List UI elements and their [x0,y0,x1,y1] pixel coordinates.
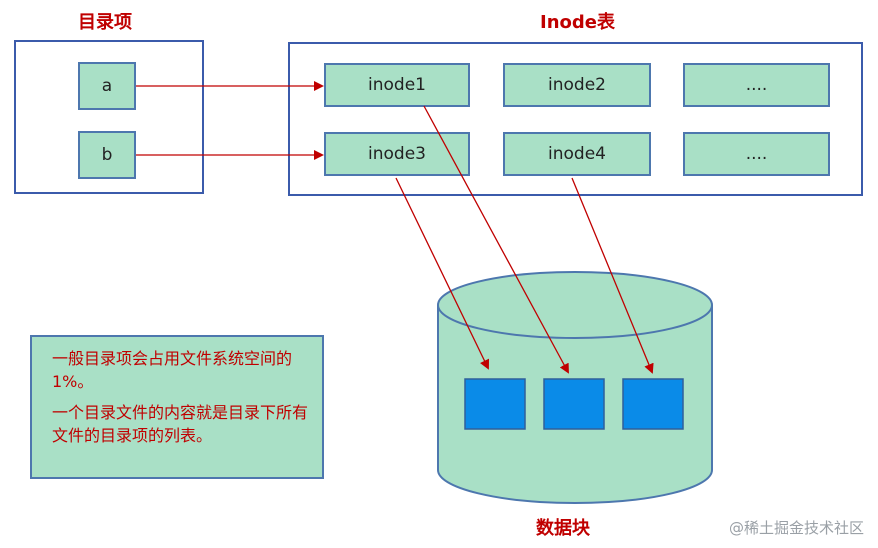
arrow-inode1-to-block2 [423,105,569,374]
data-block-1 [464,378,526,430]
data-block-2 [543,378,605,430]
directory-title: 目录项 [78,12,132,33]
data-block-3 [622,378,684,430]
inode-table-title: Inode表 [540,12,615,33]
directory-entry-b: b [78,131,136,179]
arrow-inode4-to-block3 [571,177,654,374]
watermark: @稀土掘金技术社区 [728,519,864,537]
inode-cell-ellipsis-2: .... [683,132,830,176]
data-blocks-title: 数据块 [536,518,590,539]
inode-cell-inode1: inode1 [324,63,470,107]
inode-cell-inode3: inode3 [324,132,470,176]
inode-cell-inode4: inode4 [503,132,651,176]
note-box: 一般目录项会占用文件系统空间的1%。 一个目录文件的内容就是目录下所有文件的目录… [30,335,324,479]
arrow-inode3-to-block1 [395,177,490,370]
inode-cell-inode2: inode2 [503,63,651,107]
note-line-1: 一般目录项会占用文件系统空间的1%。 [52,349,293,391]
note-line-2: 一个目录文件的内容就是目录下所有文件的目录项的列表。 [52,403,309,445]
directory-entry-a: a [78,62,136,110]
inode-cell-ellipsis-1: .... [683,63,830,107]
data-cylinder-top [437,271,713,339]
